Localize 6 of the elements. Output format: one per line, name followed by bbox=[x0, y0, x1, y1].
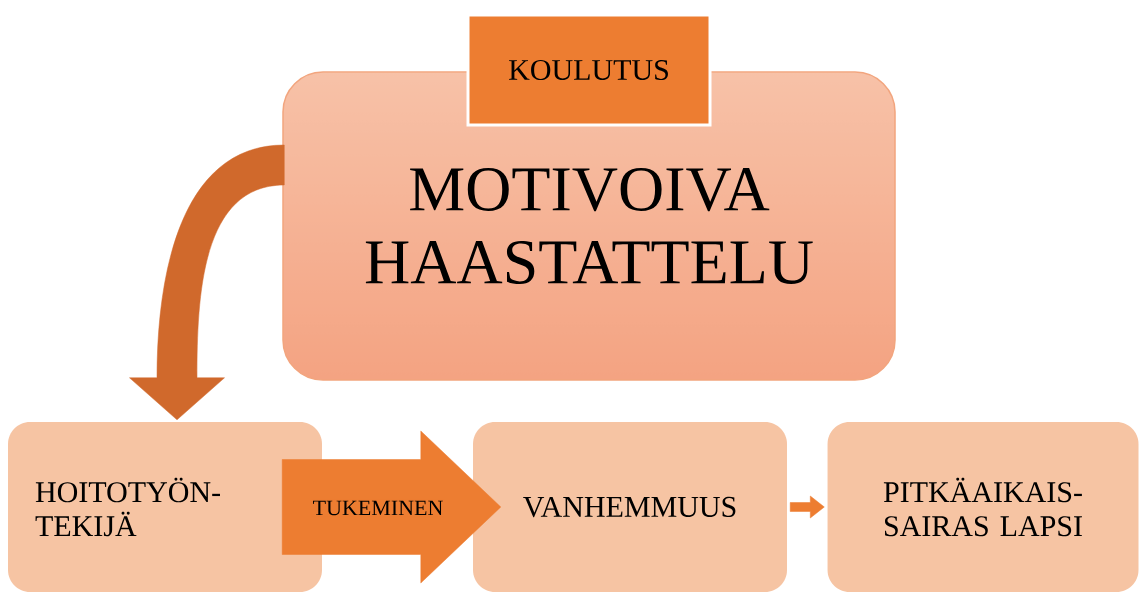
arrow bbox=[789, 495, 825, 519]
block-arrow bbox=[281, 430, 502, 584]
rounded-box: PITKÄAIKAIS- SAIRAS LAPSI bbox=[827, 422, 1139, 592]
curved-arrow bbox=[129, 144, 285, 421]
rounded-box: VANHEMMUUS bbox=[473, 422, 787, 592]
tab-box: KOULUTUS bbox=[466, 13, 712, 127]
